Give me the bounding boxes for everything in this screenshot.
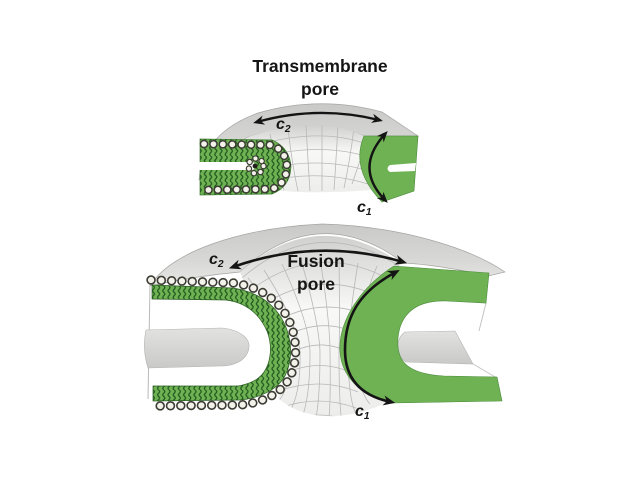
distal-membrane-tongue-right [397, 330, 474, 365]
lipid-bilayer-cross-section-left [199, 138, 292, 196]
hydrophobic-slit [199, 162, 256, 170]
title-line2: pore [301, 79, 339, 99]
c1-label-top: c1 [357, 199, 372, 218]
c2-label-top: c2 [276, 116, 291, 135]
title-line2: pore [297, 274, 335, 294]
curvature-arrow-c2-top [253, 111, 383, 125]
transmembrane-pore-diagram [198, 103, 420, 203]
curvature-arrow-c1-top [368, 131, 388, 203]
title-line1: Fusion [287, 251, 345, 271]
top-diagram-title: Transmembrane pore [252, 55, 387, 101]
fusion-pore-diagram [144, 223, 506, 417]
distal-membrane-tongue-left [144, 327, 250, 369]
membrane-top-surface [149, 223, 506, 287]
hydrophobic-slit [387, 163, 416, 172]
c1-label-bottom: c1 [355, 403, 370, 422]
membrane-cross-section-right [339, 265, 503, 404]
lipid-bilayer-cross-section-left [146, 275, 301, 411]
c2-label-bottom: c2 [209, 251, 224, 270]
curvature-arrow-c1-bottom [343, 269, 400, 406]
bottom-diagram-title: Fusion pore [287, 250, 344, 296]
curvature-arrow-c2-bottom [228, 249, 408, 270]
right-slab-edges [472, 302, 498, 379]
title-line1: Transmembrane [252, 56, 388, 76]
